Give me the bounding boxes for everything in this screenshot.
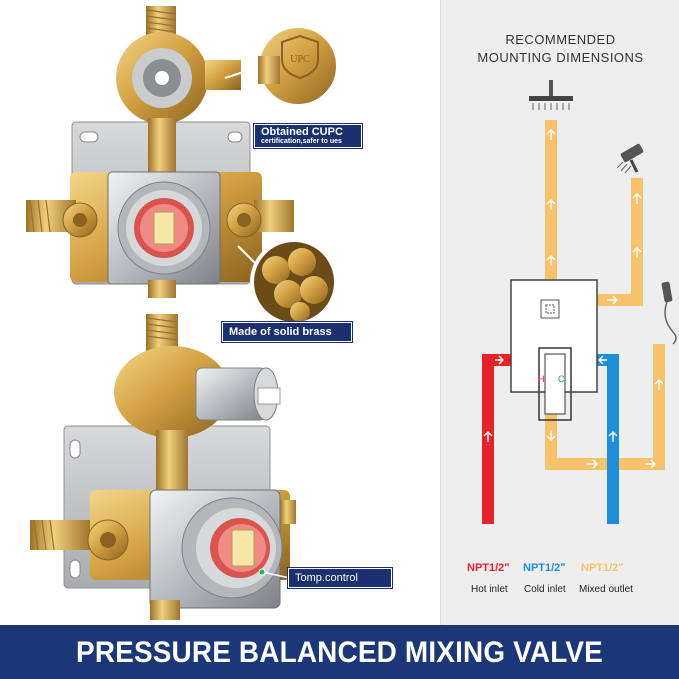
product-photo-panel: UPC: [26, 6, 392, 620]
diagram-title-line-1: RECOMMENDED: [505, 32, 616, 47]
hand-shower-icon: [661, 281, 677, 345]
legend-mixed-size: NPT1/2ʺ: [581, 562, 624, 574]
hot-inlet-pipe: [482, 354, 511, 524]
cupc-callout-subtitle: certification,safer to ues: [261, 138, 342, 146]
plumbing-diagram: [482, 80, 677, 524]
cupc-callout-title: Obtained CUPC: [261, 126, 343, 138]
rain-shower-head-icon: [529, 80, 573, 110]
valve-top-view: [26, 6, 294, 298]
solid-brass-zoom-inset: [237, 238, 338, 326]
legend-mixed-desc: Mixed outlet: [579, 584, 633, 595]
cupc-callout: Obtained CUPC certification,safer to ues: [254, 124, 362, 148]
hot-mark: H: [538, 374, 545, 384]
valve-illustration: UPC: [26, 6, 340, 620]
legend-cold-desc: Cold inlet: [524, 584, 566, 595]
flow-arrows: [483, 129, 664, 469]
solid-brass-callout: Made of solid brass: [222, 322, 352, 342]
svg-text:UPC: UPC: [290, 54, 310, 65]
banner-title: PRESSURE BALANCED MIXING VALVE: [76, 636, 603, 669]
legend-hot-desc: Hot inlet: [471, 584, 508, 595]
title-banner: PRESSURE BALANCED MIXING VALVE: [0, 625, 679, 679]
wall-shower-head-icon: [616, 143, 644, 174]
solid-brass-callout-text: Made of solid brass: [229, 326, 332, 338]
temp-control-callout: Tomp.control: [288, 568, 392, 588]
temp-control-callout-text: Tomp.control: [295, 572, 358, 584]
valve-side-view: [30, 314, 296, 620]
legend-hot-size: NPT1/2ʺ: [467, 562, 510, 574]
valve-trim-plate: [510, 279, 598, 421]
diagram-title-line-2: MOUNTING DIMENSIONS: [477, 50, 644, 65]
cupc-zoom-inset: UPC: [224, 24, 340, 108]
mounting-diagram-panel: RECOMMENDED MOUNTING DIMENSIONS: [440, 0, 679, 625]
cold-mark: C: [558, 374, 565, 384]
legend-cold-size: NPT1/2ʺ: [523, 562, 566, 574]
